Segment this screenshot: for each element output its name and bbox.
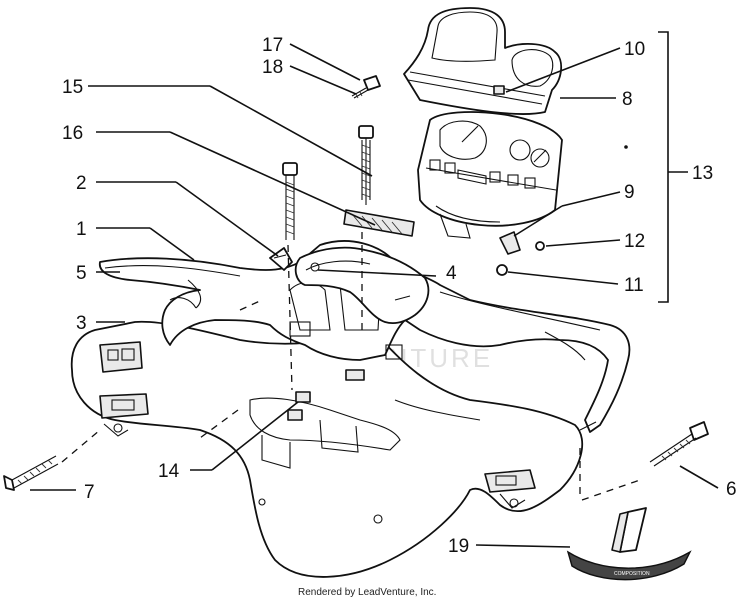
callout-5: 5 [76,263,87,284]
callout-11: 11 [624,275,644,296]
lower-cover[interactable] [70,320,584,578]
callout-17: 17 [262,35,283,56]
callout-15: 15 [62,77,83,98]
screw-17-18[interactable] [351,75,381,99]
screw-6[interactable] [649,421,709,467]
render-credit: Rendered by LeadVenture, Inc. [298,587,436,598]
clip-16[interactable] [343,209,415,237]
callout-10: 10 [624,39,645,60]
callout-2: 2 [76,173,87,194]
screw-16[interactable] [282,162,298,240]
callout-18: 18 [262,57,283,78]
badge-text: COMPOSITION [614,571,650,577]
instrument-cluster[interactable] [403,7,628,276]
left-switch[interactable] [99,341,149,437]
callout-8: 8 [622,89,633,110]
callout-1: 1 [76,219,87,240]
callout-12: 12 [624,231,645,252]
callout-9: 9 [624,182,635,203]
callout-16: 16 [62,123,83,144]
callout-19: 19 [448,536,469,557]
callout-6: 6 [726,479,737,500]
gasket-badge[interactable]: COMPOSITION [566,507,692,581]
right-switch[interactable] [484,469,536,509]
callout-14: 14 [158,461,180,482]
callout-13: 13 [692,163,713,184]
callout-7: 7 [84,482,95,503]
callouts: 1 2 3 4 5 6 7 8 9 10 11 12 13 14 15 16 1… [62,35,737,557]
bracket[interactable] [269,247,293,271]
callout-3: 3 [76,313,87,334]
callout-4: 4 [446,263,457,284]
screw-7[interactable] [3,455,59,491]
leader-lines [30,31,719,548]
screw-15[interactable] [358,125,374,205]
